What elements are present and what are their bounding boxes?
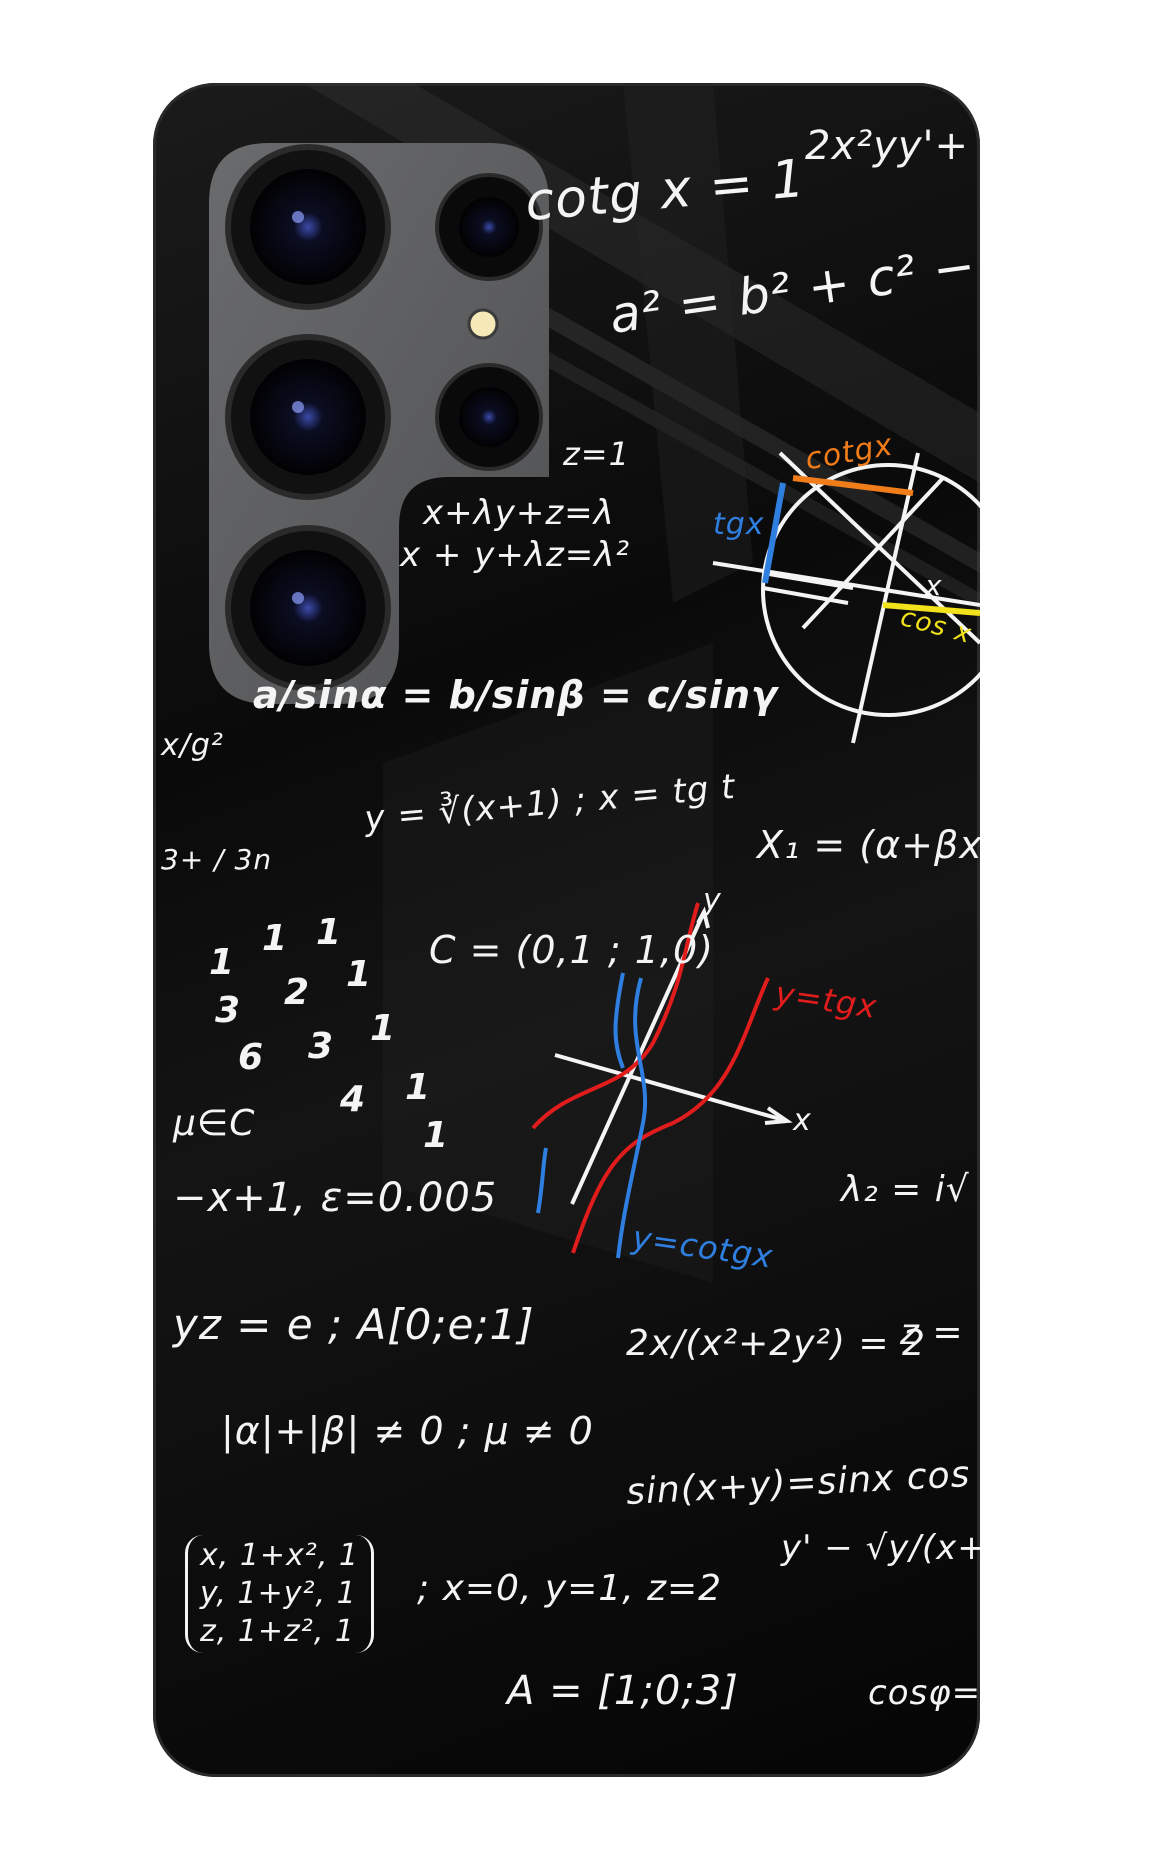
x-axis-line	[554, 1053, 788, 1123]
matrix-row: y, 1+y², 1	[200, 1576, 357, 1611]
number: 3	[308, 1026, 334, 1067]
tg-curve	[571, 977, 770, 1254]
label-y-axis: y	[703, 883, 722, 918]
number: 3	[215, 990, 241, 1031]
number: 1	[405, 1067, 431, 1108]
number: 1	[423, 1115, 449, 1156]
number: 6	[238, 1037, 264, 1078]
tick	[762, 586, 849, 605]
phone-case: cotg x = 1 2x²yy'+ a² = b² + c² − 2 z=1 …	[153, 83, 980, 1777]
telephoto-lens	[225, 525, 391, 691]
number: 1	[262, 918, 288, 959]
ray	[801, 476, 945, 630]
number: 1	[346, 954, 372, 995]
tick	[762, 571, 854, 590]
small-lens	[435, 173, 543, 281]
formula-left-1: x/g²	[161, 728, 224, 763]
matrix: x, 1+x², 1 y, 1+y², 1 z, 1+z², 1	[185, 1535, 374, 1653]
unit-circle-diagram	[712, 451, 980, 744]
label-x: x	[925, 569, 943, 602]
formula-matrix-c: C = (0,1 ; 1,0)	[429, 928, 715, 972]
ultrawide-lens	[225, 334, 391, 500]
reflection-streak	[623, 83, 753, 603]
small-lens	[435, 363, 543, 471]
formula-z1: z=1	[563, 435, 630, 473]
formula-y-prime: y' − √y/(x+2) =	[781, 1528, 980, 1568]
formula-top-right: 2x²yy'+	[805, 123, 970, 169]
cotg-curve	[613, 972, 625, 1069]
number: 1	[209, 942, 235, 983]
formula-left-2: 3+ / 3n	[161, 843, 273, 876]
formula-fraction: 2x/(x²+2y²) = 2	[626, 1323, 926, 1364]
tangent-graph	[531, 902, 793, 1259]
formula-sine-law: a/sinα = b/sinβ = c/sinγ	[253, 673, 778, 717]
flash-icon	[467, 308, 499, 340]
formula-epsilon: −x+1, ε=0.005	[173, 1175, 498, 1221]
formula-lambda2: λ₂ = i√	[841, 1169, 970, 1210]
number: 1	[370, 1008, 396, 1049]
reflection-streak	[453, 253, 980, 573]
main-lens	[225, 144, 391, 310]
reflection-panel	[383, 643, 713, 1283]
y-axis-arrow	[696, 906, 710, 929]
matrix-row: z, 1+z², 1	[200, 1614, 355, 1649]
number: 4	[340, 1079, 366, 1120]
tg-segment	[762, 482, 786, 584]
cos-segment	[882, 602, 980, 616]
formula-cosphi: cosφ=	[868, 1673, 980, 1713]
reflection-streak	[453, 298, 980, 608]
x-axis-arrow	[764, 1106, 793, 1125]
formula-a-vector: A = [1;0;3]	[507, 1668, 739, 1714]
cotg-curve	[536, 1147, 548, 1214]
formula-mu: μ∈C	[173, 1103, 256, 1144]
formula-system-1: x+λy+z=λ	[423, 493, 615, 533]
vertical-axis	[851, 452, 920, 744]
label-x-axis: x	[793, 1103, 812, 1138]
tg-curve	[531, 902, 700, 1130]
formula-z: z =	[900, 1312, 964, 1353]
camera-module	[209, 143, 549, 704]
formula-x1: X₁ = (α+βx	[757, 823, 980, 867]
matrix-row: x, 1+x², 1	[200, 1538, 359, 1573]
number: 2	[284, 972, 310, 1013]
cotg-segment	[792, 475, 914, 496]
formula-xyz: ; x=0, y=1, z=2	[417, 1568, 723, 1609]
formula-system-2: x + y+λz=λ²	[400, 535, 631, 575]
label-tgx: tgx	[713, 507, 765, 542]
number: 1	[316, 912, 342, 953]
formula-abs: |α|+|β| ≠ 0 ; μ ≠ 0	[221, 1409, 594, 1453]
cotg-curve	[616, 977, 648, 1259]
formula-yz: yz = e ; A[0;e;1]	[173, 1300, 535, 1349]
